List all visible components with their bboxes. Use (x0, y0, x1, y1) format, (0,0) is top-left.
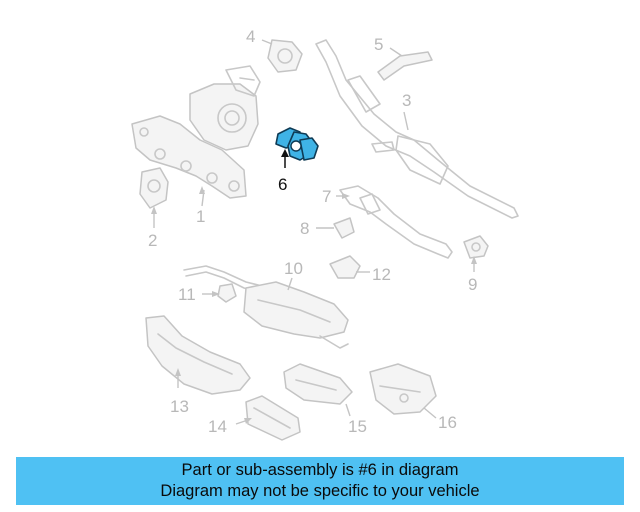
label-9: 9 (468, 275, 477, 294)
part-2-gasket (139, 167, 169, 228)
label-1: 1 (196, 207, 205, 226)
part-4-gasket (261, 39, 303, 73)
part-14-heat-shield (235, 395, 301, 441)
label-3: 3 (402, 91, 411, 110)
label-8: 8 (300, 219, 309, 238)
part-7-intermediate-pipe (336, 185, 453, 259)
part-12-bracket (329, 255, 370, 279)
part-10-muffler (183, 265, 349, 349)
label-14: 14 (208, 417, 227, 436)
turbocharger-manifold (131, 65, 261, 207)
label-10: 10 (284, 259, 303, 278)
part-15-heat-shield (283, 363, 353, 417)
label-2: 2 (148, 231, 157, 250)
parts-diagram: 4 5 3 1 2 (131, 27, 519, 441)
part-16-heat-shield (369, 363, 437, 419)
label-5: 5 (374, 35, 383, 54)
label-7: 7 (322, 187, 331, 206)
part-3-exhaust-pipe (315, 39, 519, 219)
label-11: 11 (178, 285, 196, 304)
label-4: 4 (246, 27, 255, 46)
label-15: 15 (348, 417, 367, 436)
label-12: 12 (372, 265, 391, 284)
banner-line-1: Part or sub-assembly is #6 in diagram (181, 461, 459, 479)
part-5-bracket (377, 47, 433, 81)
part-11-clamp (202, 283, 237, 303)
label-6: 6 (278, 175, 287, 194)
part-13-heat-shield (145, 315, 251, 395)
banner-line-2: Diagram may not be specific to your vehi… (160, 482, 480, 500)
part-6-clamp-highlighted (275, 127, 319, 168)
label-16: 16 (438, 413, 457, 432)
part-8-hanger (316, 217, 355, 239)
label-13: 13 (170, 397, 189, 416)
part-9-mount (463, 235, 489, 272)
info-banner: Part or sub-assembly is #6 in diagram Di… (16, 457, 624, 505)
